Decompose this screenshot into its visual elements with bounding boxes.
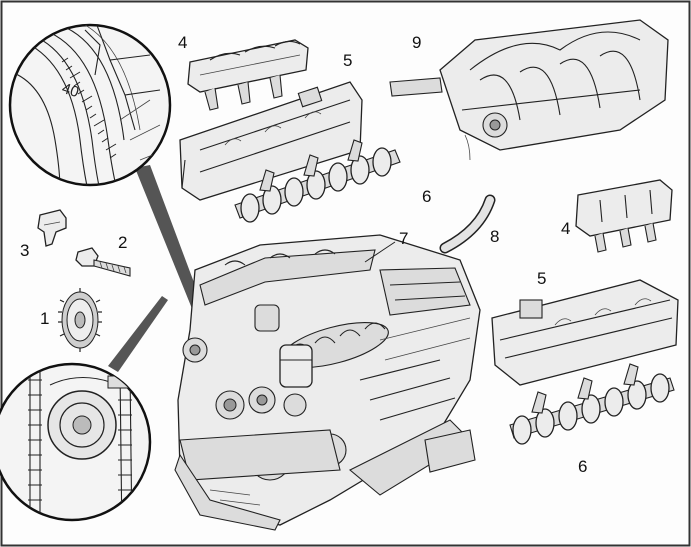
label-intake-manifold: 9	[412, 33, 422, 52]
label-camshaft-top: 6	[422, 187, 432, 206]
label-camshaft-right: 6	[578, 457, 588, 476]
camshaft-sensor	[37, 209, 67, 247]
sprocket-bolt	[75, 247, 131, 277]
engine-leader	[364, 241, 396, 263]
cylinder-head-cover-right	[491, 279, 679, 386]
engine-block	[174, 234, 481, 531]
camshaft-sprocket	[58, 288, 102, 352]
timing-scale-detail	[8, 23, 172, 187]
timing-chain-detail	[0, 362, 152, 522]
label-sensor: 3	[20, 241, 30, 260]
coolant-hose	[439, 194, 496, 254]
label-ignition-coils-top: 4	[178, 33, 188, 52]
label-cylinder-head-cover-right: 5	[537, 269, 547, 288]
label-engine: 7	[399, 229, 409, 248]
ignition-coils-top	[187, 39, 309, 111]
label-bolt: 2	[118, 233, 128, 252]
camshaft-right	[509, 363, 675, 445]
camshaft-top	[234, 139, 401, 223]
label-ignition-coils-right: 4	[561, 219, 571, 238]
label-hose: 8	[490, 227, 500, 246]
label-cylinder-head-cover-top: 5	[343, 51, 353, 70]
intake-manifold	[389, 19, 669, 161]
ignition-coils-right	[575, 179, 673, 253]
label-sprocket: 1	[40, 309, 50, 328]
